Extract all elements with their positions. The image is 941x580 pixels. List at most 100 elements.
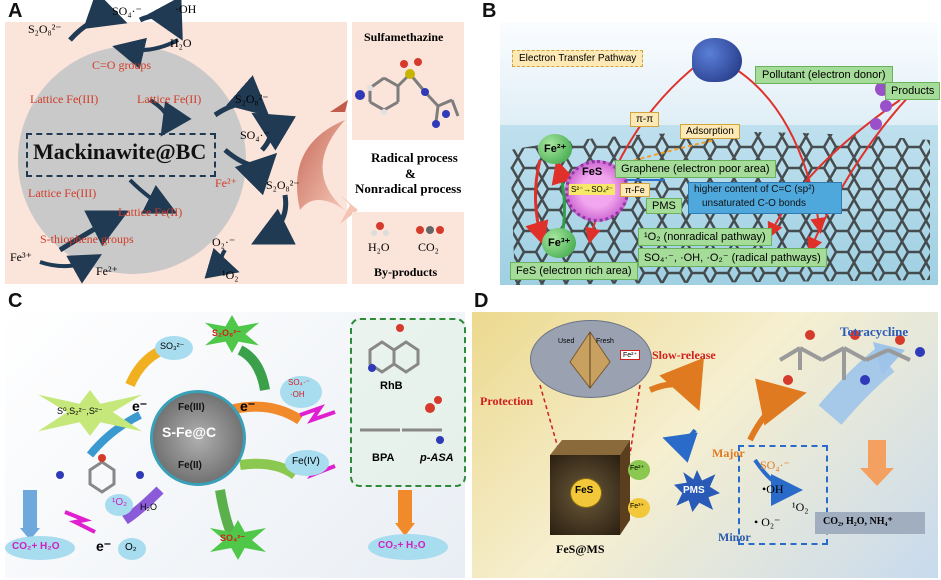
a-process-line1: Radical process	[371, 150, 458, 165]
c-rhb: RhB	[380, 380, 403, 392]
c-dashed-box	[350, 318, 466, 487]
d-fes-core	[570, 478, 602, 508]
c-e-bottom: e⁻	[96, 538, 112, 554]
d-slow-release: Slow-release	[652, 348, 716, 362]
a-s2o8-right2: S₂O₈²⁻	[266, 178, 300, 192]
c-so4-oh-2: ·OH	[290, 390, 305, 399]
b-fe2-ball	[538, 134, 572, 164]
a-singlet-o2: ¹O₂	[222, 268, 239, 282]
c-core: S-Fe@C	[162, 424, 217, 440]
panel-d-shapes	[539, 330, 925, 535]
d-fe2-ball	[628, 460, 650, 480]
a-byprod-h2o: H₂O	[368, 240, 390, 254]
d-products: CO₂, H₂O, NH₄⁺	[823, 516, 893, 527]
b-blue-box	[688, 182, 842, 214]
d-protection: Protection	[480, 394, 534, 408]
panel-letter-d: D	[474, 290, 489, 312]
b-pollutant: Pollutant (electron donor)	[755, 66, 893, 84]
sulfamethazine-molecule	[355, 58, 460, 128]
a-s2o8-right1: S₂O₈²⁻	[235, 92, 269, 106]
c-fe2: Fe(II)	[178, 460, 202, 471]
mackinawite-sphere	[18, 46, 246, 274]
d-pms: PMS	[683, 485, 705, 496]
a-fe2-right: Fe²⁺	[215, 176, 237, 190]
b-fe2: Fe²⁺	[544, 143, 567, 155]
d-fe3-ball	[628, 498, 650, 518]
c-pasa: p-ASA	[420, 452, 454, 464]
c-so4-oh-1: SO₄·⁻	[288, 378, 310, 387]
a-so4-right: SO₄·⁻	[240, 128, 270, 142]
panel-c-molecules	[56, 324, 444, 494]
a-lattice-fe2-top: Lattice Fe(II)	[137, 92, 202, 106]
b-products: Products	[885, 82, 941, 100]
panel-a-arrows	[39, 0, 358, 284]
c-singlet-bubble	[105, 494, 133, 516]
a-byprod-co2: CO₂	[418, 240, 439, 254]
d-singlet: ¹O₂	[792, 500, 809, 514]
a-so4-top: SO₄·⁻	[112, 4, 142, 18]
c-singlet: ¹O₂	[112, 497, 127, 508]
panel-c: C S-Fe@C Fe(III) Fe(II) e⁻ e⁻ SO₃²⁻ S₂O₈…	[0, 290, 470, 580]
d-fe2: Fe²⁺	[630, 465, 645, 472]
b-unsat-co: unsaturated C-O bonds	[702, 198, 806, 209]
a-o2-radical: O₂·⁻	[212, 235, 236, 249]
products-blob-3	[870, 118, 882, 130]
a-lattice-fe3-top: Lattice Fe(III)	[30, 92, 99, 106]
b-fe3: Fe³⁺	[548, 237, 571, 249]
d-fe3: Fe³⁺	[630, 503, 645, 510]
d-products-box	[815, 512, 925, 534]
a-process-line2: &	[405, 166, 416, 181]
a-fe2: Fe²⁺	[96, 264, 118, 278]
d-minor: Minor	[718, 530, 751, 544]
a-s-thiophene: S-thiophene groups	[40, 232, 134, 246]
d-fresh: Fresh	[596, 338, 614, 345]
byproduct-molecules	[371, 222, 444, 236]
a-sulfa-box	[352, 22, 464, 140]
b-graphene: Graphene (electron poor area)	[615, 160, 776, 178]
panel-b: B Electron Transfer Pathway Pollutant (e…	[470, 0, 941, 290]
b-fe3-ball	[542, 228, 576, 258]
a-lattice-fe2-bottom: Lattice Fe(II)	[118, 205, 183, 219]
c-so3: SO₃²⁻	[160, 341, 185, 351]
c-co2-right-bubble	[368, 534, 448, 560]
c-fe4-bubble	[285, 450, 329, 476]
b-fes-rich: FeS (electron rich area)	[510, 262, 638, 280]
c-s-species: S⁰,S₂²⁻,S²⁻	[57, 406, 103, 416]
panel-letter-b: B	[482, 0, 497, 22]
b-etp: Electron Transfer Pathway	[512, 50, 644, 67]
c-so4-bottom: SO₄²⁻	[220, 533, 246, 543]
b-fes: FeS	[582, 166, 603, 178]
c-co2-left: CO₂+ H₂O	[12, 541, 60, 552]
d-fes-ms: FeS@MS	[556, 542, 605, 556]
a-s2o8-top: S₂O₈²⁻	[28, 22, 62, 36]
c-o2: O₂	[125, 542, 137, 553]
a-h2o-top: H₂O	[170, 36, 192, 50]
b-s-conv: S²⁻→SO₄²⁻	[569, 184, 615, 195]
c-co2-right: CO₂+ H₂O	[378, 540, 426, 551]
c-fe4: Fe(IV)	[292, 456, 320, 467]
b-adsorption: Adsorption	[680, 124, 740, 139]
a-process-line3: Nonradical process	[355, 181, 462, 196]
b-pms: PMS	[646, 198, 682, 214]
a-fe3: Fe³⁺	[10, 250, 32, 264]
d-oh: •OH	[762, 482, 784, 496]
b-pipi: π-π	[630, 112, 660, 127]
core-box	[26, 133, 216, 177]
d-major: Major	[712, 446, 745, 460]
d-fes: FeS	[575, 485, 594, 496]
d-used: Used	[558, 338, 575, 345]
a-byproduct-box	[352, 212, 464, 284]
c-e-right: e⁻	[240, 398, 256, 414]
b-pife: π-Fe	[620, 183, 650, 197]
c-fe3: Fe(III)	[178, 402, 205, 413]
d-so4: SO₄·⁻	[760, 458, 790, 472]
a-lattice-fe3-bottom: Lattice Fe(III)	[28, 186, 97, 200]
a-core-label: Mackinawite@BC	[33, 139, 207, 164]
a-sulfa-title: Sulfamethazine	[364, 30, 444, 44]
b-radical-path: SO₄·⁻, ·OH, ·O₂⁻ (radical pathways)	[638, 248, 827, 267]
c-so4oh-bubble	[280, 376, 322, 408]
c-core-sphere	[150, 390, 246, 486]
panel-d: D Used Fresh Fe²⁺ Slow-rele	[470, 290, 941, 580]
b-cc-content: higher content of C=C (sp²)	[694, 184, 815, 195]
products-blob-2	[880, 100, 892, 112]
